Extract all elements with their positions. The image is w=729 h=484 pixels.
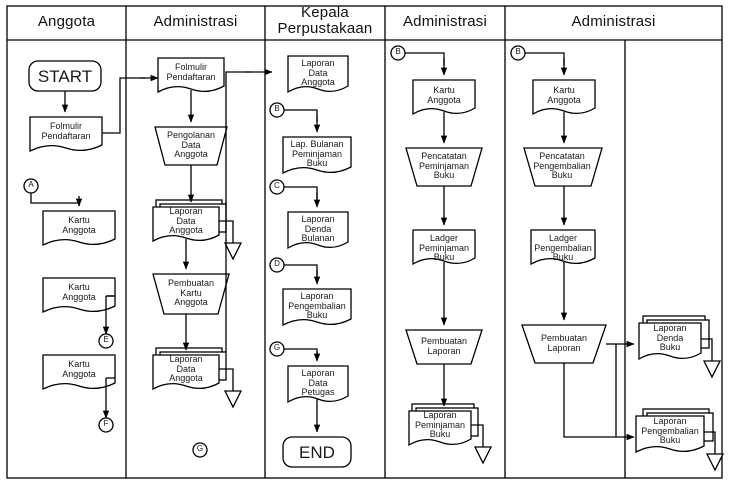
shape-c2-formulir — [157, 57, 225, 94]
shape-c5-ladger — [530, 229, 596, 266]
shape-c5-kartu — [532, 79, 596, 116]
archive-4-icon — [702, 360, 722, 379]
edge-c2-laporan2-archive — [219, 368, 234, 391]
edge-formulir-to-col2 — [102, 77, 145, 134]
edge-g2-path — [284, 348, 318, 357]
shape-c3-laporan-peng — [282, 288, 352, 327]
shape-end — [282, 436, 352, 468]
shape-c1-kartu-2 — [42, 277, 116, 314]
shape-c5-pembuatan — [521, 324, 607, 364]
edge-c5-branch-down — [563, 363, 616, 438]
shape-c4-ladger — [412, 229, 476, 266]
connector-b1 — [269, 102, 285, 118]
shape-c1-formulir — [29, 116, 103, 153]
shape-c3-laporan-denda — [287, 211, 349, 250]
edge-b3-path — [525, 52, 565, 65]
edge-b1-path — [284, 109, 318, 122]
shape-c4-laporan-front — [408, 410, 472, 447]
frame-border — [6, 5, 723, 479]
shape-c3-laporan-petugas — [287, 365, 349, 404]
connector-b3 — [510, 45, 526, 61]
archive-3-icon — [473, 446, 493, 465]
edge-c6-denda-archive — [701, 338, 713, 361]
shape-c6-peng-front — [635, 415, 705, 454]
shape-c2-pembuatan — [152, 273, 230, 315]
connector-c1 — [269, 179, 285, 195]
shape-c4-kartu — [412, 79, 476, 116]
connector-g2 — [269, 341, 285, 357]
archive-5-icon — [705, 453, 725, 472]
shape-c5-pencatatan — [523, 147, 603, 187]
shape-c6-denda-front — [638, 322, 702, 361]
shape-c4-pembuatan — [405, 329, 483, 365]
archive-1-icon — [223, 242, 243, 261]
edge-c4-laporan-archive — [471, 424, 484, 447]
connector-f — [98, 417, 114, 433]
shape-c2-pengolahan — [154, 126, 228, 166]
shape-c3-lap-bulanan — [282, 136, 352, 175]
connector-b2 — [390, 45, 406, 61]
shape-c1-kartu-3 — [42, 354, 116, 391]
edge-c1-path — [284, 186, 318, 199]
shape-c1-kartu-1 — [42, 210, 116, 247]
connector-a — [23, 178, 39, 194]
shape-c4-pencatatan — [405, 147, 483, 187]
edge-c2-laporan1-to-col3 — [225, 71, 251, 204]
edge-c2-laporan1-archive — [219, 220, 234, 243]
connector-g1 — [192, 442, 208, 458]
archive-2-icon — [223, 390, 243, 409]
edge-a-path — [30, 193, 80, 206]
edge-b2-path — [405, 52, 445, 65]
connector-d1 — [269, 257, 285, 273]
edge-d1-path — [284, 264, 318, 277]
shape-c2-laporan1-front — [152, 206, 220, 243]
connector-e — [98, 333, 114, 349]
shape-c3-laporan-data — [287, 55, 349, 94]
shape-start — [28, 60, 102, 92]
edge-c6-peng-archive — [704, 431, 716, 454]
shape-c2-laporan2-front — [152, 354, 220, 391]
